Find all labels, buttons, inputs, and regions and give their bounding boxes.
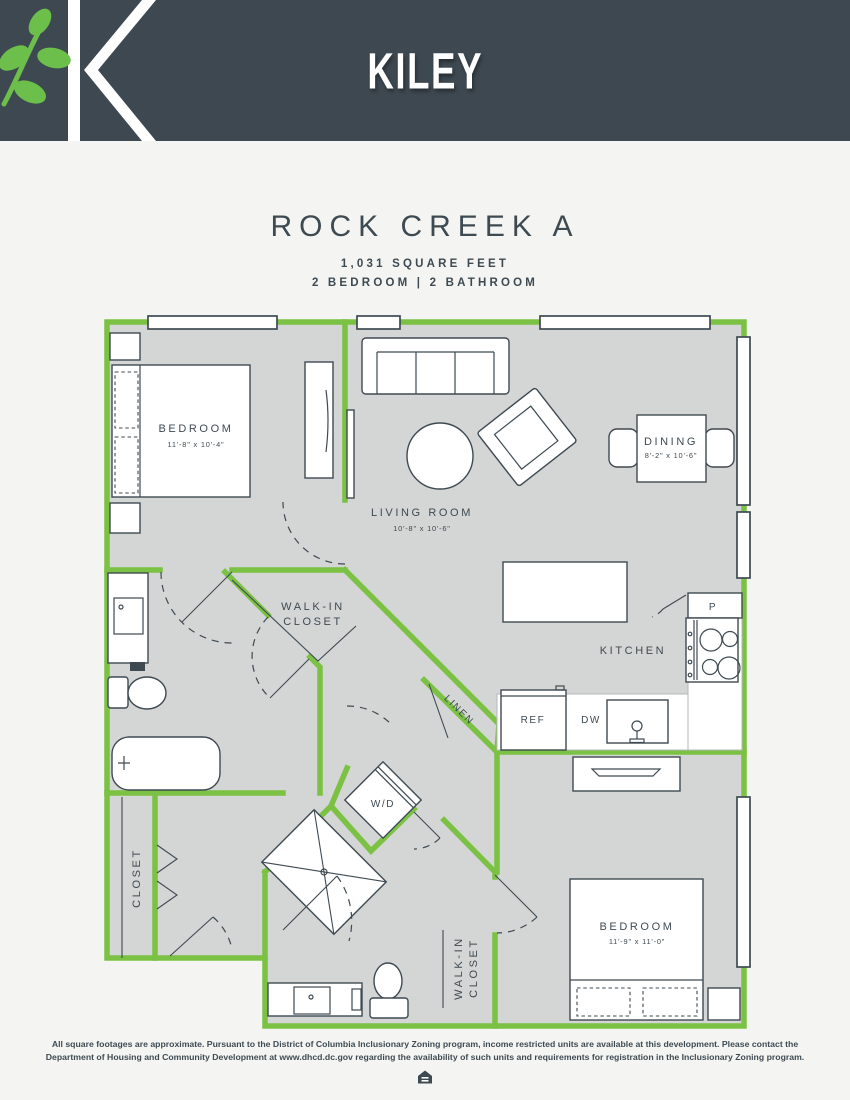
living-room-dims: 10'-8" x 10'-6"	[393, 524, 450, 533]
bathroom-vanity-icon	[267, 982, 363, 1017]
sofa-icon	[361, 337, 510, 395]
walk-in-closet-2-label-line1: WALK-IN	[453, 936, 465, 1000]
dishwasher-label: DW	[581, 715, 601, 726]
bed-bath-count: 2 BEDROOM | 2 BATHROOM	[311, 277, 539, 289]
bifold-door	[156, 844, 178, 910]
armchair-icon	[477, 387, 577, 487]
bedroom-1-label: BEDROOM	[158, 423, 233, 435]
square-feet: 1,031 SQUARE FEET	[340, 258, 510, 270]
media-dresser-icon	[572, 756, 681, 792]
pantry-cabinet-icon	[687, 592, 743, 619]
logo-stem	[68, 0, 80, 141]
pillow-icon	[114, 371, 139, 429]
disclaimer-line-2: Department of Housing and Community Deve…	[45, 1052, 805, 1062]
pillow-icon	[642, 987, 698, 1017]
kitchen-island-icon	[502, 561, 628, 623]
door-leaf	[346, 409, 355, 499]
window	[147, 315, 278, 330]
living-room-furniture	[361, 337, 577, 490]
dining-furniture	[608, 414, 735, 483]
window	[736, 336, 751, 506]
brand-title: KILEY	[367, 41, 483, 100]
nightstand-icon	[109, 502, 141, 534]
pillow-icon	[114, 436, 139, 494]
window	[539, 315, 711, 330]
dresser-icon	[304, 361, 334, 479]
bedroom-2-furniture	[569, 756, 741, 1021]
toilet-icon	[107, 676, 167, 710]
plan-name: ROCK CREEK A	[270, 210, 580, 243]
refrigerator-icon	[500, 685, 567, 751]
kitchen-sink-icon	[606, 699, 669, 744]
bedroom-2-dims: 11'-9" x 11'-0"	[609, 937, 665, 946]
equal-housing-icon	[418, 1070, 432, 1084]
living-room-label: LIVING ROOM	[371, 507, 473, 519]
window	[736, 796, 751, 968]
exterior-walls	[104, 319, 747, 1029]
nightstand-icon	[109, 332, 141, 361]
washer-dryer-label: W/D	[371, 799, 395, 810]
coffee-table-icon	[406, 422, 474, 490]
walk-in-closet-1-label-line1: WALK-IN	[281, 601, 345, 613]
leaf-branch-icon	[0, 8, 71, 107]
walk-in-closet-2-label-line2: CLOSET	[468, 938, 480, 998]
footer: All square footages are approximate. Pur…	[0, 1038, 850, 1089]
dining-label: DINING	[644, 436, 698, 448]
walk-in-closet-1-label-line2: CLOSET	[283, 616, 343, 628]
kiley-logo	[0, 0, 156, 141]
nightstand-icon	[707, 987, 741, 1021]
toilet-icon	[369, 962, 409, 1019]
bathtub-icon	[111, 736, 221, 791]
unit-floor	[107, 322, 744, 1026]
bathroom-1-fixtures	[107, 572, 221, 791]
bathroom-vanity-icon	[107, 572, 149, 671]
bedroom-1-dims: 11'-8" x 10'-4"	[168, 440, 225, 449]
dining-table-icon	[636, 414, 707, 483]
disclaimer-line-1: All square footages are approximate. Pur…	[51, 1039, 799, 1049]
pantry-label: P	[709, 602, 717, 613]
window	[736, 511, 751, 579]
utility-core	[260, 760, 423, 936]
kitchen-label: KITCHEN	[600, 645, 666, 657]
washer-dryer-icon	[343, 760, 423, 840]
closet-label: CLOSET	[131, 848, 143, 908]
walk-in-closet-1-shelf	[231, 579, 357, 662]
bedroom-1-furniture	[109, 332, 334, 534]
dining-chair-icon	[608, 428, 639, 468]
window	[356, 315, 401, 330]
logo-chevron	[84, 0, 156, 141]
kitchen-fixtures	[496, 561, 743, 751]
shower-icon	[260, 808, 388, 936]
dining-chair-icon	[704, 428, 735, 468]
stove-icon	[685, 617, 741, 683]
bathroom-2-fixtures	[267, 962, 409, 1019]
bedroom-2-label: BEDROOM	[599, 921, 674, 933]
title-block: ROCK CREEK A 1,031 SQUARE FEET 2 BEDROOM…	[0, 210, 850, 296]
dining-dims: 8'-2" x 10'-6"	[645, 451, 698, 460]
pillow-icon	[576, 987, 631, 1017]
windows	[147, 315, 751, 968]
refrigerator-label: REF	[521, 715, 546, 726]
doors-and-swings	[121, 409, 687, 1008]
masthead: KILEY	[0, 0, 850, 141]
